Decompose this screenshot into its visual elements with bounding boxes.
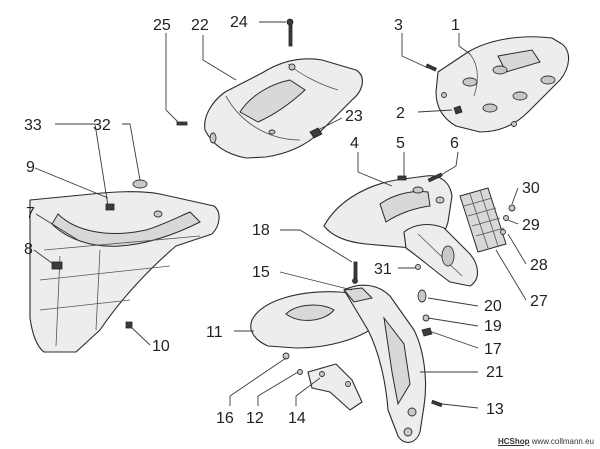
callout-30: 30: [522, 180, 540, 197]
callout-8: 8: [24, 241, 33, 258]
callout-3: 3: [394, 17, 403, 34]
callout-11: 11: [206, 324, 223, 341]
part-license-arm: [403, 223, 479, 287]
callout-29: 29: [522, 217, 540, 234]
leader-lines: [33, 21, 527, 409]
callout-16: 16: [216, 410, 234, 427]
callout-7: 7: [26, 205, 35, 222]
part-7-inner-fender: [29, 191, 220, 353]
callout-28: 28: [530, 257, 548, 274]
footer-brand: HCShop: [497, 437, 530, 446]
callout-20: 20: [484, 298, 502, 315]
callout-32: 32: [93, 117, 111, 134]
callout-labels: 1 2 3 4 5 6 7 8 9 10 11 12 13 14 15 16 1…: [24, 14, 548, 427]
callout-24: 24: [230, 14, 248, 31]
callout-9: 9: [26, 159, 35, 176]
callout-13: 13: [486, 401, 504, 418]
callout-19: 19: [484, 318, 502, 335]
callout-15: 15: [252, 264, 270, 281]
part-21-frame: [343, 284, 427, 443]
part-14-bracket: [307, 363, 363, 411]
part-1-rear-cover: [435, 36, 570, 133]
callout-33: 33: [24, 117, 42, 134]
callout-18: 18: [252, 222, 270, 239]
callout-12: 12: [246, 410, 264, 427]
callout-27: 27: [530, 293, 548, 310]
callout-2: 2: [396, 105, 405, 122]
callout-31: 31: [374, 261, 392, 278]
callout-5: 5: [396, 135, 405, 152]
callout-6: 6: [450, 135, 459, 152]
callout-22: 22: [191, 17, 209, 34]
callout-4: 4: [350, 135, 359, 152]
footer-url: www.collmann.eu: [531, 437, 594, 446]
callout-23: 23: [345, 108, 363, 125]
callout-1: 1: [451, 17, 460, 34]
part-22-front-shield: [204, 58, 363, 159]
callout-17: 17: [484, 341, 502, 358]
watermark-footer: HCShop www.collmann.eu: [498, 437, 594, 446]
callout-21: 21: [486, 364, 504, 381]
callout-10: 10: [152, 338, 170, 355]
part-27-reflector: [459, 187, 507, 253]
hardware-parts: [105, 18, 516, 408]
callout-25: 25: [153, 17, 171, 34]
callout-14: 14: [288, 410, 306, 427]
